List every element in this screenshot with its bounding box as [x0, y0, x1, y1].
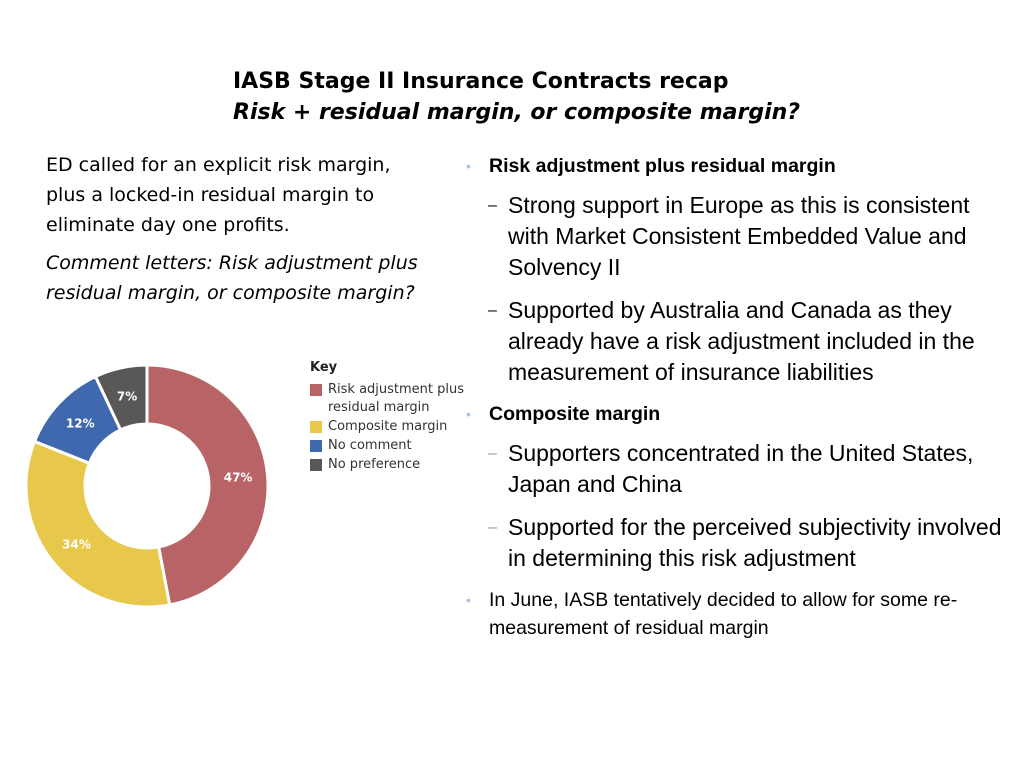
- donut-slice-2: [24, 439, 172, 609]
- slice-label-4: 7%: [117, 390, 137, 404]
- legend-swatch: [310, 421, 322, 433]
- dash-icon: –: [488, 197, 497, 214]
- slide-title: IASB Stage II Insurance Contracts recap …: [233, 66, 993, 128]
- bullet-text: Risk adjustment plus residual margin: [489, 155, 836, 177]
- dash-icon: –: [488, 302, 497, 319]
- donut-chart: 47% 34% 12% 7%: [24, 363, 270, 609]
- legend-swatch: [310, 440, 322, 452]
- bullet-text: In June, IASB tentatively decided to all…: [489, 589, 958, 639]
- legend-label: No comment: [328, 438, 412, 453]
- sub-bullet-us-japan-china: – Supporters concentrated in the United …: [466, 438, 1006, 500]
- comment-letters-paragraph: Comment letters: Risk adjustment plus re…: [46, 252, 418, 304]
- sub-bullet-europe: – Strong support in Europe as this is co…: [466, 190, 1006, 283]
- dash-icon: –: [488, 445, 497, 462]
- dash-icon: –: [488, 519, 497, 536]
- legend-label: Composite margin: [328, 419, 448, 434]
- legend-item-4: No preference: [310, 456, 493, 474]
- legend-item-2: Composite margin: [310, 418, 493, 436]
- bullet-list: • Risk adjustment plus residual margin –…: [466, 152, 1006, 652]
- ed-paragraph: ED called for an explicit risk margin, p…: [46, 154, 391, 236]
- left-text-block: ED called for an explicit risk margin, p…: [46, 150, 426, 316]
- sub-bullet-australia-canada: – Supported by Australia and Canada as t…: [466, 295, 1006, 388]
- legend-item-1: Risk adjustment plus residual margin: [310, 381, 493, 417]
- sub-bullet-subjectivity: – Supported for the perceived subjectivi…: [466, 512, 1006, 574]
- chart-legend: Key Risk adjustment plus residual margin…: [310, 360, 493, 475]
- bullet-dot-icon: •: [466, 592, 471, 608]
- legend-label: No preference: [328, 457, 421, 472]
- sub-bullet-text: Supported by Australia and Canada as the…: [508, 297, 975, 385]
- legend-swatch: [310, 384, 322, 396]
- legend-title: Key: [310, 360, 338, 375]
- bullet-text: Composite margin: [489, 403, 661, 425]
- bullet-june-decision: • In June, IASB tentatively decided to a…: [466, 586, 1006, 642]
- bullet-dot-icon: •: [466, 406, 471, 422]
- bullet-dot-icon: •: [466, 158, 471, 174]
- legend-item-3: No comment: [310, 437, 493, 455]
- sub-bullet-text: Supported for the perceived subjectivity…: [508, 514, 1002, 571]
- sub-bullet-text: Supporters concentrated in the United St…: [508, 440, 974, 497]
- legend-swatch: [310, 459, 322, 471]
- title-line-2: Risk + residual margin, or composite mar…: [233, 100, 801, 125]
- donut-slice-4: [93, 363, 149, 432]
- donut-slice-1: [145, 363, 270, 607]
- slice-label-1: 47%: [224, 470, 253, 484]
- slice-label-2: 34%: [62, 537, 91, 551]
- bullet-composite-margin: • Composite margin: [466, 400, 1006, 428]
- title-line-1: IASB Stage II Insurance Contracts recap: [233, 69, 729, 94]
- slice-label-3: 12%: [66, 416, 95, 430]
- bullet-risk-adjustment: • Risk adjustment plus residual margin: [466, 152, 1006, 180]
- legend-label: Risk adjustment plus residual margin: [328, 382, 465, 415]
- sub-bullet-text: Strong support in Europe as this is cons…: [508, 192, 970, 280]
